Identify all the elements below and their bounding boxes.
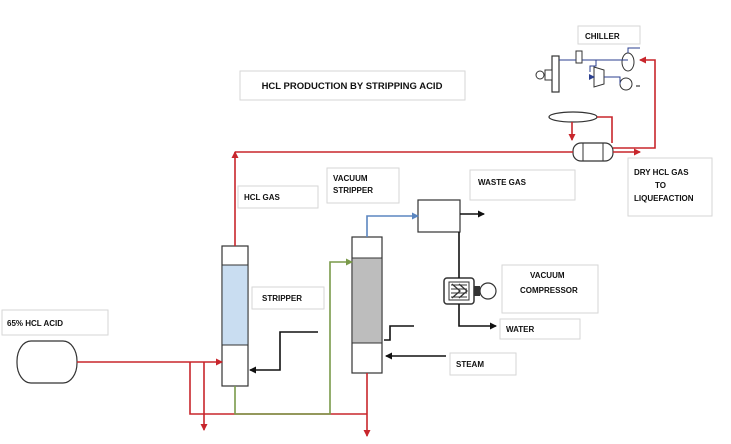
svg-text:TO: TO: [655, 181, 666, 190]
blue-gas-line: [366, 212, 419, 237]
svg-text:STRIPPER: STRIPPER: [333, 186, 373, 195]
waste-gas-separator: [417, 199, 461, 233]
label-vacuum-compressor: VACUUM COMPRESSOR: [501, 264, 599, 314]
label-waste-gas: WASTE GAS: [469, 169, 576, 201]
label-stripper: STRIPPER: [251, 286, 325, 310]
label-vacuum-stripper: VACUUM STRIPPER: [326, 167, 400, 204]
label-chiller: CHILLER: [577, 25, 641, 45]
feed-tank: [16, 340, 78, 384]
dry-hcl-drum: [572, 142, 614, 162]
red-lines: [77, 56, 656, 437]
svg-text:LIQUEFACTION: LIQUEFACTION: [634, 194, 694, 203]
green-transfer-line: [234, 258, 353, 415]
stripper-column: [221, 245, 249, 387]
svg-text:WATER: WATER: [506, 325, 535, 334]
diagram-title: HCL PRODUCTION BY STRIPPING ACID: [262, 81, 443, 92]
vacuum-compressor: [443, 277, 497, 305]
label-water: WATER: [499, 318, 581, 340]
black-lines: [249, 210, 497, 374]
svg-text:STEAM: STEAM: [456, 360, 484, 369]
label-dry-hcl-gas: DRY HCL GAS TO LIQUEFACTION: [627, 157, 713, 217]
chiller-unit: [535, 47, 640, 123]
label-feed-acid: 65% HCL ACID: [1, 309, 109, 336]
svg-text:WASTE GAS: WASTE GAS: [478, 178, 527, 187]
svg-text:COMPRESSOR: COMPRESSOR: [520, 286, 578, 295]
svg-text:VACUUM: VACUUM: [333, 174, 368, 183]
vacuum-stripper-column: [351, 236, 383, 374]
svg-text:65% HCL ACID: 65% HCL ACID: [7, 319, 63, 328]
svg-text:CHILLER: CHILLER: [585, 32, 620, 41]
svg-text:DRY HCL GAS: DRY HCL GAS: [634, 168, 689, 177]
label-hcl-gas: HCL GAS: [237, 185, 319, 209]
svg-text:HCL GAS: HCL GAS: [244, 193, 281, 202]
label-steam: STEAM: [449, 352, 517, 376]
svg-text:VACUUM: VACUUM: [530, 271, 565, 280]
svg-text:STRIPPER: STRIPPER: [262, 294, 302, 303]
title-box: HCL PRODUCTION BY STRIPPING ACID: [239, 70, 466, 101]
